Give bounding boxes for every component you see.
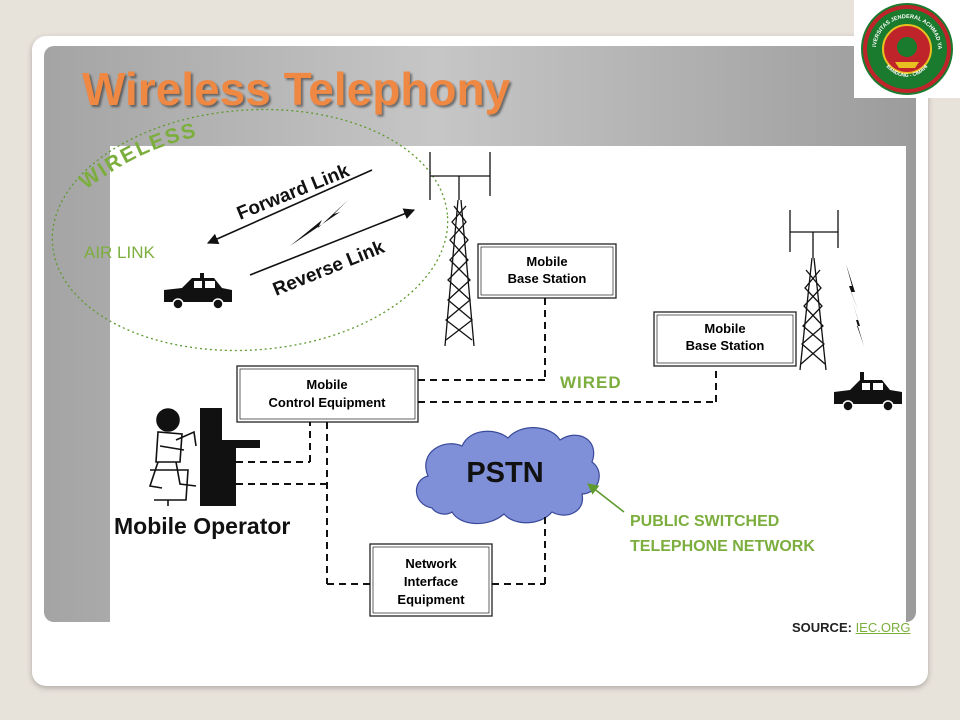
logo-center-icon xyxy=(897,37,917,57)
source-link[interactable]: IEC.ORG xyxy=(855,620,911,635)
base-station-1-label-line2: Base Station xyxy=(508,271,587,286)
control-equipment-label-line1: Mobile xyxy=(306,377,347,392)
operator-person-icon xyxy=(148,408,197,506)
network-interface-label-line1: Network xyxy=(405,556,457,571)
reverse-link-arrow xyxy=(249,208,416,276)
source-citation: SOURCE: IEC.ORG xyxy=(792,620,910,635)
base-station-1-label-line1: Mobile xyxy=(526,254,567,269)
air-link-boundary xyxy=(51,108,449,352)
mobile-operator-label: Mobile Operator xyxy=(114,513,290,539)
forward-link-arrow xyxy=(206,169,373,245)
pstn-caption-arrow xyxy=(587,483,625,513)
base-station-2-label-line2: Base Station xyxy=(686,338,765,353)
air-link-label: AIR LINK xyxy=(84,243,156,262)
pstn-cloud: PSTN xyxy=(415,427,600,525)
wired-connections xyxy=(236,298,717,585)
source-prefix: SOURCE: xyxy=(792,620,856,635)
radio-signal-bolt-icon xyxy=(290,200,348,246)
base-station-2-box: Mobile Base Station xyxy=(653,311,797,367)
network-interface-label-line2: Interface xyxy=(404,574,458,589)
pstn-caption-line2: TELEPHONE NETWORK xyxy=(630,538,815,555)
cell-tower-1 xyxy=(429,152,491,347)
logo-book-icon xyxy=(895,62,919,68)
pstn-caption-line1: PUBLIC SWITCHED xyxy=(630,513,779,530)
cell-tower-2 xyxy=(789,210,839,371)
university-logo: UNIVERSITAS JENDERAL ACHMAD YANI BANDUNG… xyxy=(852,0,960,98)
pstn-label: PSTN xyxy=(466,457,543,489)
car-icon-left xyxy=(164,273,232,310)
network-interface-label-line3: Equipment xyxy=(397,592,465,607)
control-equipment-label-line2: Control Equipment xyxy=(269,395,387,410)
wireless-label: WIRELESS xyxy=(75,119,199,194)
wired-label: WIRED xyxy=(560,373,622,392)
reverse-link-label: Reverse Link xyxy=(270,237,388,301)
radio-signal-bolt-icon-3 xyxy=(852,300,864,346)
base-station-1-box: Mobile Base Station xyxy=(477,243,617,299)
slide-title: Wireless Telephony xyxy=(82,63,511,115)
control-equipment-box: Mobile Control Equipment xyxy=(236,365,419,423)
base-station-2-label-line1: Mobile xyxy=(704,321,745,336)
radio-signal-bolt-icon-2 xyxy=(846,264,858,310)
operator-console-icon xyxy=(200,408,260,506)
network-interface-box: Network Interface Equipment xyxy=(369,543,493,617)
logo-red-ring xyxy=(863,5,951,93)
car-icon-right xyxy=(834,372,902,412)
